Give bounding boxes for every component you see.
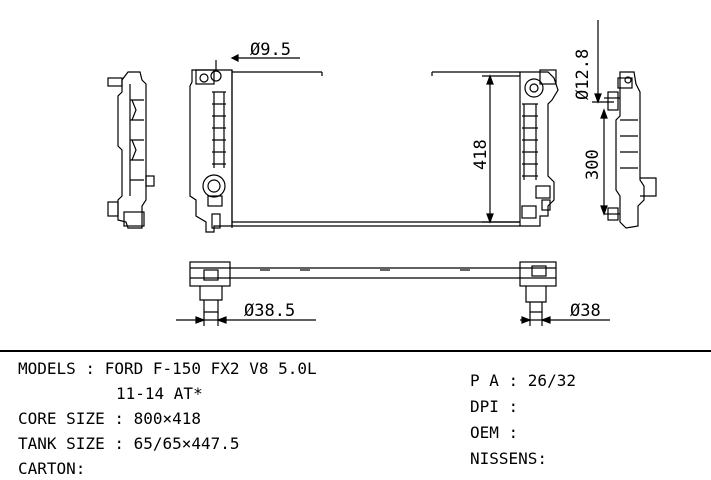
models-line-2: 11-14 AT* [116, 384, 203, 403]
pa-ratio: P A : 26/32 [470, 371, 576, 390]
dim-side-height-label: 300 [583, 149, 603, 180]
dim-left-outlet [176, 312, 316, 326]
models-line-1: MODELS : FORD F-150 FX2 V8 5.0L [18, 359, 317, 378]
dim-right-outlet [520, 312, 610, 326]
dpi-ref: DPI : [470, 397, 519, 416]
radiator-technical-drawing: Ø9.5 Ø12.8 418 300 Ø38.5 Ø38 [107, 20, 657, 326]
carton: CARTON: [18, 459, 86, 478]
dim-core-height-label: 418 [471, 139, 491, 170]
oem-ref: OEM : [470, 423, 519, 442]
front-view [189, 69, 559, 233]
dim-right-pipe-label: Ø12.8 [573, 49, 593, 100]
tank-size: TANK SIZE : 65/65×447.5 [18, 434, 240, 453]
dim-right-pipe [592, 20, 614, 104]
core-size: CORE SIZE : 800×418 [18, 409, 202, 428]
nissens-ref: NISSENS: [470, 449, 548, 468]
right-side-view [604, 71, 657, 229]
bottom-view [189, 261, 557, 313]
dim-top-pipe [215, 54, 300, 70]
left-side-view [107, 71, 155, 229]
dim-left-outlet-label: Ø38.5 [244, 301, 295, 321]
separator-line [0, 350, 711, 352]
dim-top-pipe-label: Ø9.5 [250, 40, 291, 60]
dim-right-outlet-label: Ø38 [570, 301, 601, 321]
dim-core-height [482, 74, 520, 224]
dim-side-height [600, 108, 608, 216]
